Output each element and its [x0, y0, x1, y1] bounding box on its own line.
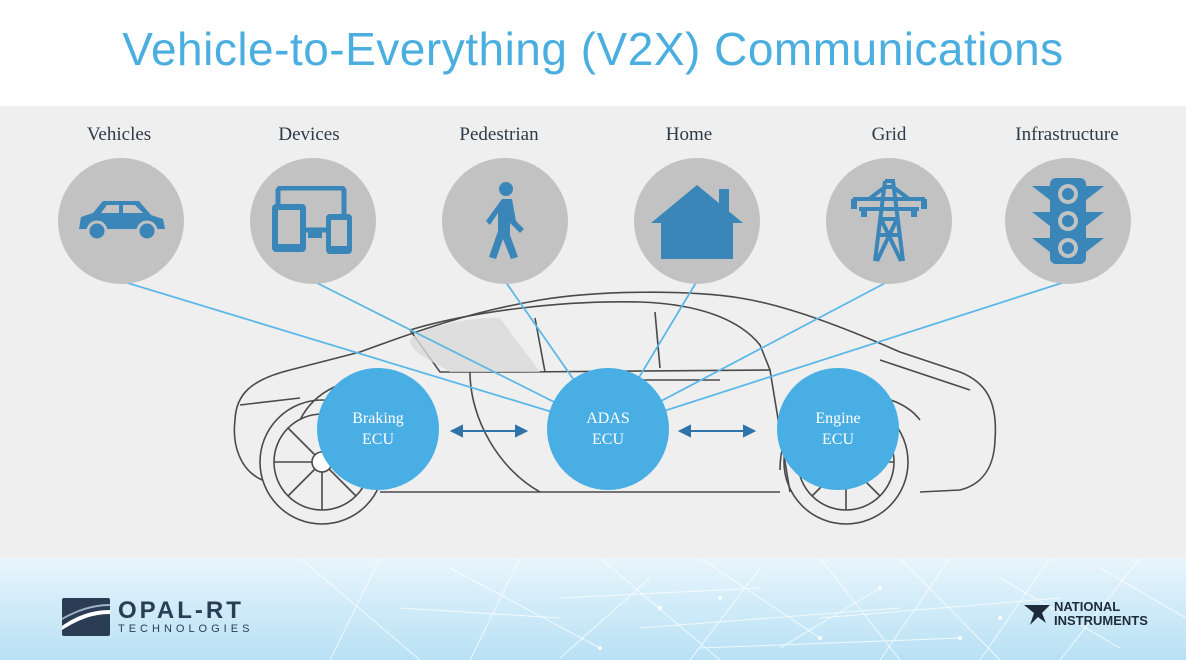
car-icon [79, 201, 165, 242]
ecu-arrows [449, 424, 757, 438]
label-devices: Devices [278, 124, 340, 145]
opal-rt-name: OPAL-RT [118, 597, 244, 624]
label-vehicles: Vehicles [86, 124, 152, 145]
ni-line1: NATIONAL [1054, 599, 1121, 614]
opal-rt-logo: OPAL-RT TECHNOLOGIES [62, 598, 253, 636]
power-tower-icon [851, 179, 927, 262]
car-outline [233, 291, 997, 493]
adas-ecu-line1: ADAS [586, 410, 630, 427]
opal-rt-sub: TECHNOLOGIES [118, 623, 254, 635]
devices-icon [272, 186, 352, 254]
opal-rt-mark-icon [62, 598, 110, 636]
adas-ecu-line2: ECU [592, 431, 624, 448]
engine-ecu-line2: ECU [822, 431, 854, 448]
home-circle [634, 158, 760, 284]
adas-ecu-node: ADAS ECU [547, 368, 669, 490]
label-home: Home [665, 124, 713, 145]
label-infrastructure: Infrastructure [1015, 124, 1119, 145]
devices-circle [250, 158, 376, 284]
pedestrian-circle [442, 158, 568, 284]
footer-band [0, 558, 1186, 660]
engine-ecu-line1: Engine [815, 410, 861, 427]
engine-ecu-node: Engine ECU [777, 368, 899, 490]
grid-circle [826, 158, 952, 284]
ni-line2: INSTRUMENTS [1054, 613, 1148, 628]
label-grid: Grid [871, 124, 907, 145]
infrastructure-circle [1005, 158, 1131, 284]
braking-ecu-line2: ECU [362, 431, 394, 448]
pedestrian-icon [486, 182, 524, 259]
page-title: Vehicle-to-Everything (V2X) Communicatio… [122, 23, 1064, 75]
label-pedestrian: Pedestrian [459, 124, 539, 145]
traffic-light-icon [1032, 178, 1104, 264]
network-pattern [299, 558, 1186, 660]
vehicles-circle [58, 158, 184, 284]
house-icon [651, 185, 743, 259]
braking-ecu-node: Braking ECU [317, 368, 439, 490]
ni-eagle-icon [1024, 605, 1050, 625]
national-instruments-logo: NATIONAL INSTRUMENTS [1024, 600, 1148, 628]
braking-ecu-line1: Braking [352, 410, 404, 427]
